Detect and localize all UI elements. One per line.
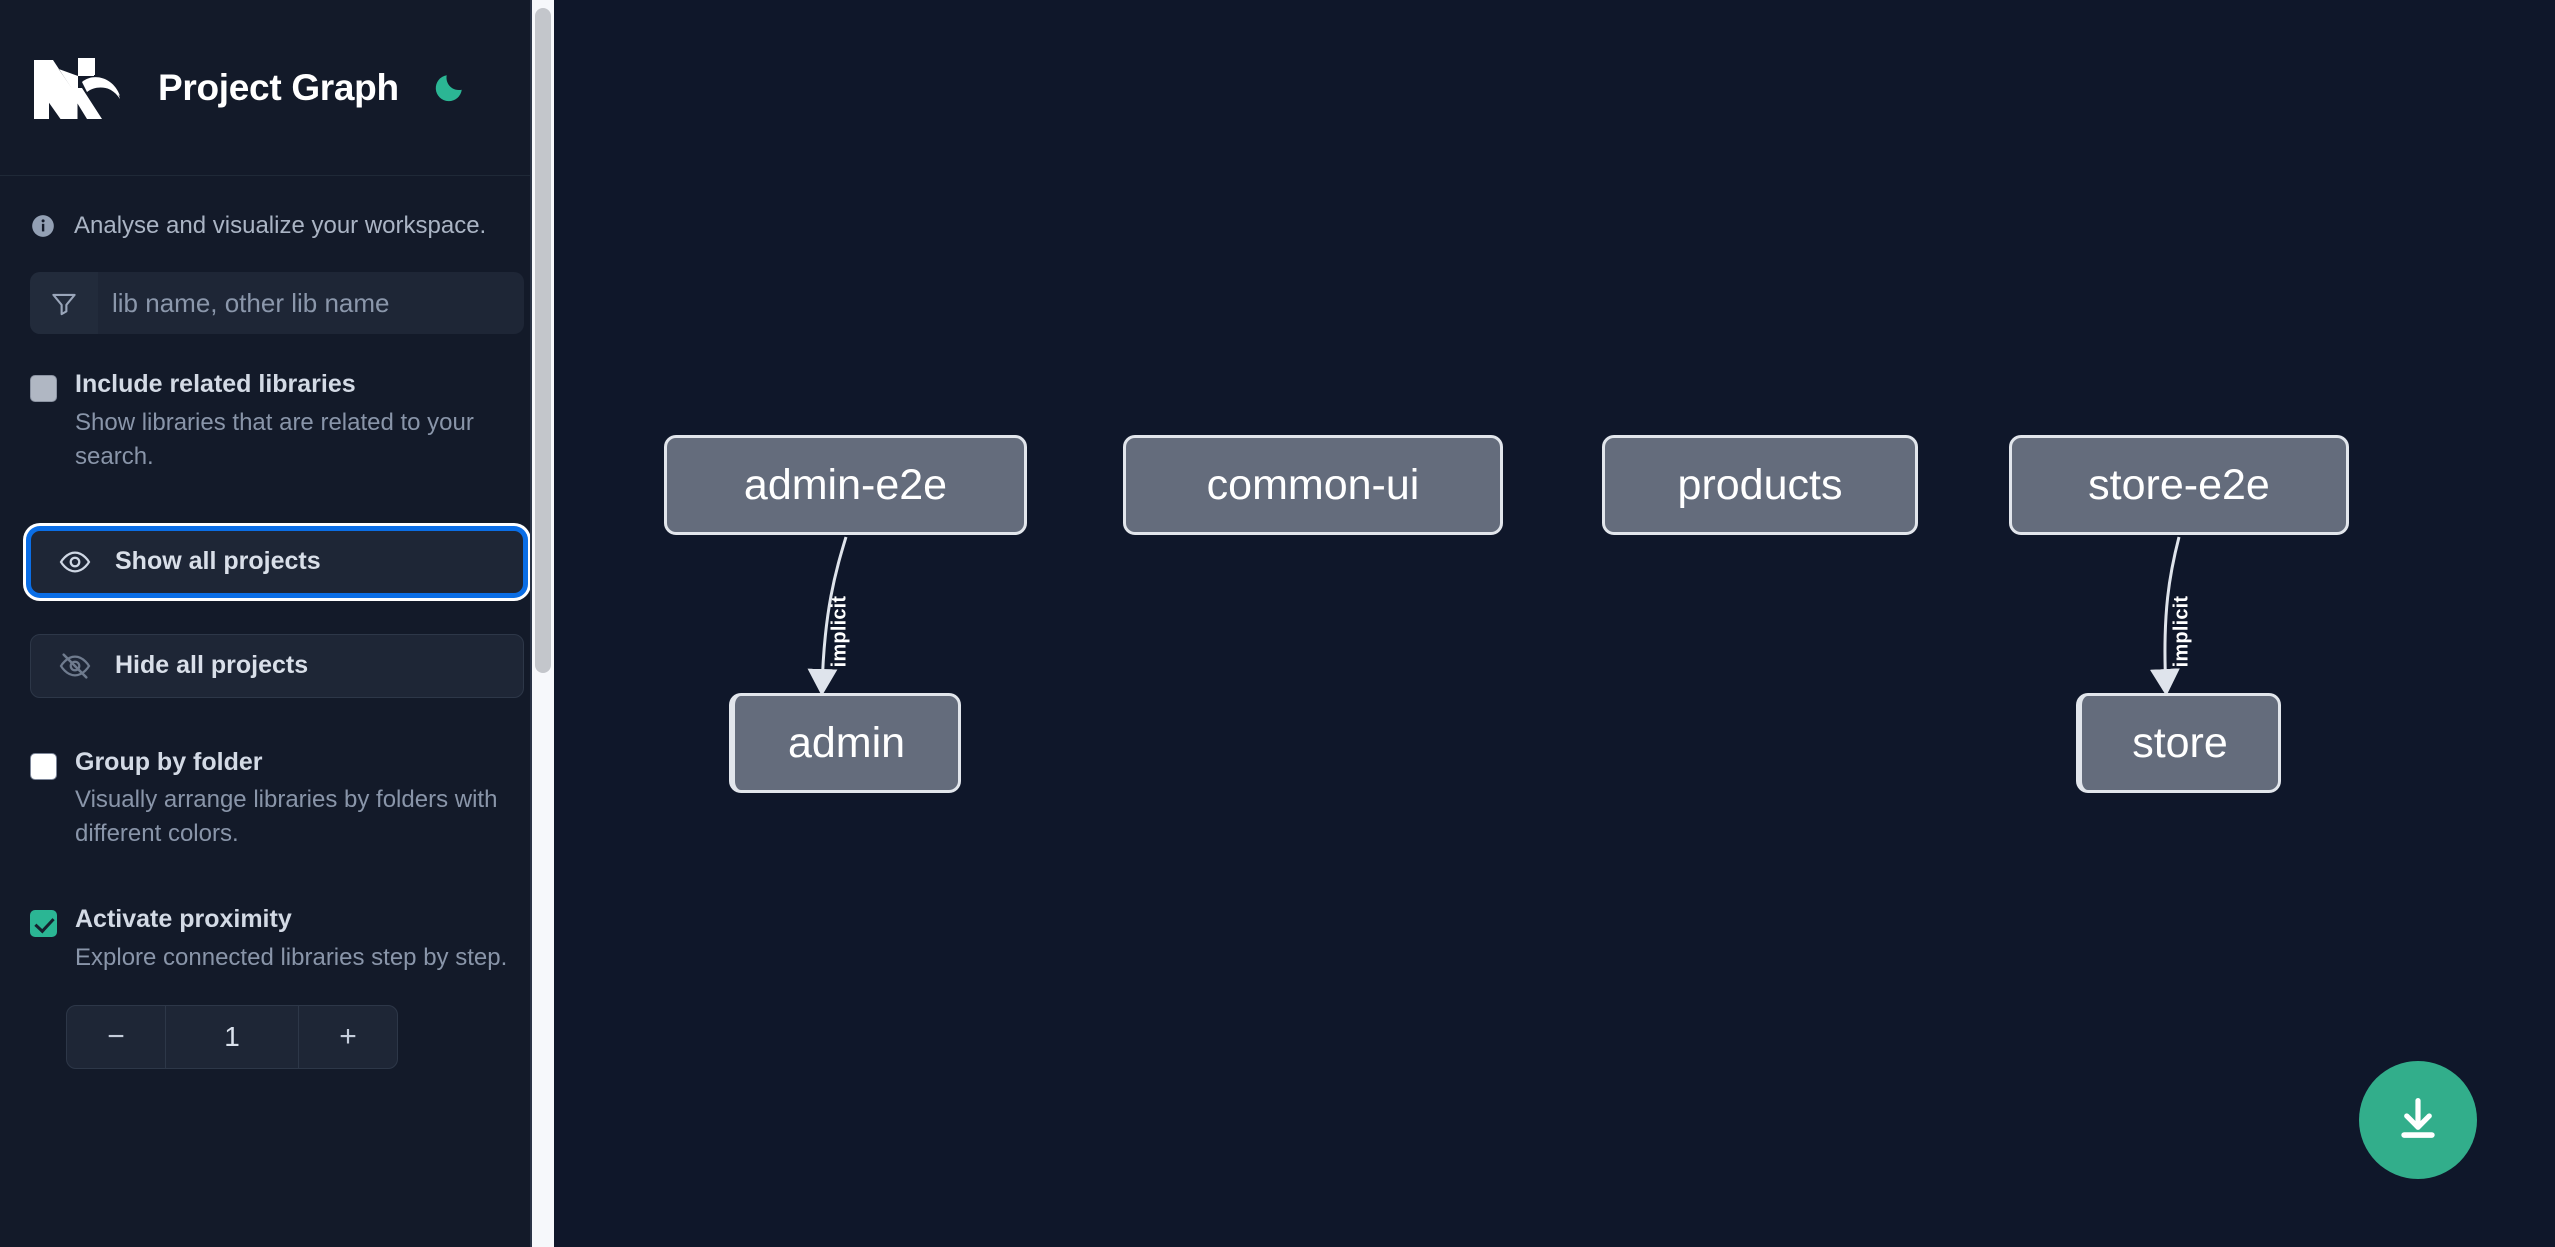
eye-icon [59, 546, 91, 578]
option-label: Include related libraries [75, 370, 356, 398]
search-input[interactable] [98, 272, 524, 334]
hide-all-projects-button[interactable]: Hide all projects [30, 633, 524, 698]
filter-icon [30, 272, 98, 334]
sidebar: Project Graph Analyse and visualize your… [0, 0, 554, 1247]
graph-node-products[interactable]: products [1602, 435, 1918, 535]
option-label: Group by folder [75, 747, 263, 776]
nx-logo [30, 52, 126, 124]
sidebar-body: Include related libraries Show libraries… [0, 272, 554, 1069]
graph-edges [807, 536, 2181, 696]
checkbox-activate-proximity[interactable] [30, 910, 57, 938]
option-activate-proximity[interactable]: Activate proximity Explore connected lib… [30, 903, 524, 975]
edge-label-implicit: implicit [828, 595, 851, 668]
graph-node-store-e2e[interactable]: store-e2e [2009, 435, 2349, 535]
eye-off-icon [59, 650, 91, 682]
hide-all-projects-label: Hide all projects [115, 651, 309, 680]
option-description: Explore connected libraries step by step… [75, 943, 508, 971]
download-icon [2392, 1093, 2444, 1148]
graph-node-common-ui[interactable]: common-ui [1123, 435, 1503, 535]
sidebar-tagline-text: Analyse and visualize your workspace. [74, 212, 487, 239]
sidebar-scrollbar-thumb[interactable] [535, 8, 551, 673]
proximity-stepper[interactable]: − 1 + [66, 1004, 398, 1069]
proximity-value: 1 [165, 1005, 299, 1068]
spacer [30, 504, 524, 530]
search-box[interactable] [30, 272, 524, 334]
download-graph-button[interactable] [2359, 1061, 2477, 1179]
graph-canvas[interactable]: implicit implicit admin-e2e admin common… [554, 0, 2555, 1247]
option-label: Activate proximity [75, 905, 292, 934]
edge-label-implicit: implicit [2170, 595, 2193, 668]
show-all-projects-label: Show all projects [115, 547, 321, 576]
proximity-decrement-button[interactable]: − [67, 1006, 165, 1068]
show-all-projects-button[interactable]: Show all projects [30, 529, 524, 594]
option-description: Visually arrange libraries by folders wi… [75, 786, 498, 848]
sidebar-edge [530, 0, 532, 1247]
proximity-increment-button[interactable]: + [299, 1006, 397, 1068]
option-description: Show libraries that are related to your … [75, 408, 474, 470]
moon-icon[interactable] [427, 66, 471, 110]
checkbox-include-related-libraries[interactable] [30, 375, 57, 402]
spacer [30, 616, 524, 634]
spacer [30, 720, 524, 746]
graph-node-admin-e2e[interactable]: admin-e2e [664, 435, 1027, 535]
option-include-related-libraries[interactable]: Include related libraries Show libraries… [30, 368, 524, 474]
option-group-by-folder[interactable]: Group by folder Visually arrange librari… [30, 746, 524, 852]
sidebar-scrollbar[interactable] [532, 0, 554, 1247]
sidebar-tagline: Analyse and visualize your workspace. [0, 176, 554, 272]
graph-node-admin[interactable]: admin [729, 693, 961, 793]
page-title: Project Graph [158, 66, 399, 108]
graph-node-store[interactable]: store [2076, 693, 2281, 793]
sidebar-header: Project Graph [0, 0, 554, 176]
checkbox-group-by-folder[interactable] [30, 752, 57, 780]
info-icon [30, 213, 56, 239]
